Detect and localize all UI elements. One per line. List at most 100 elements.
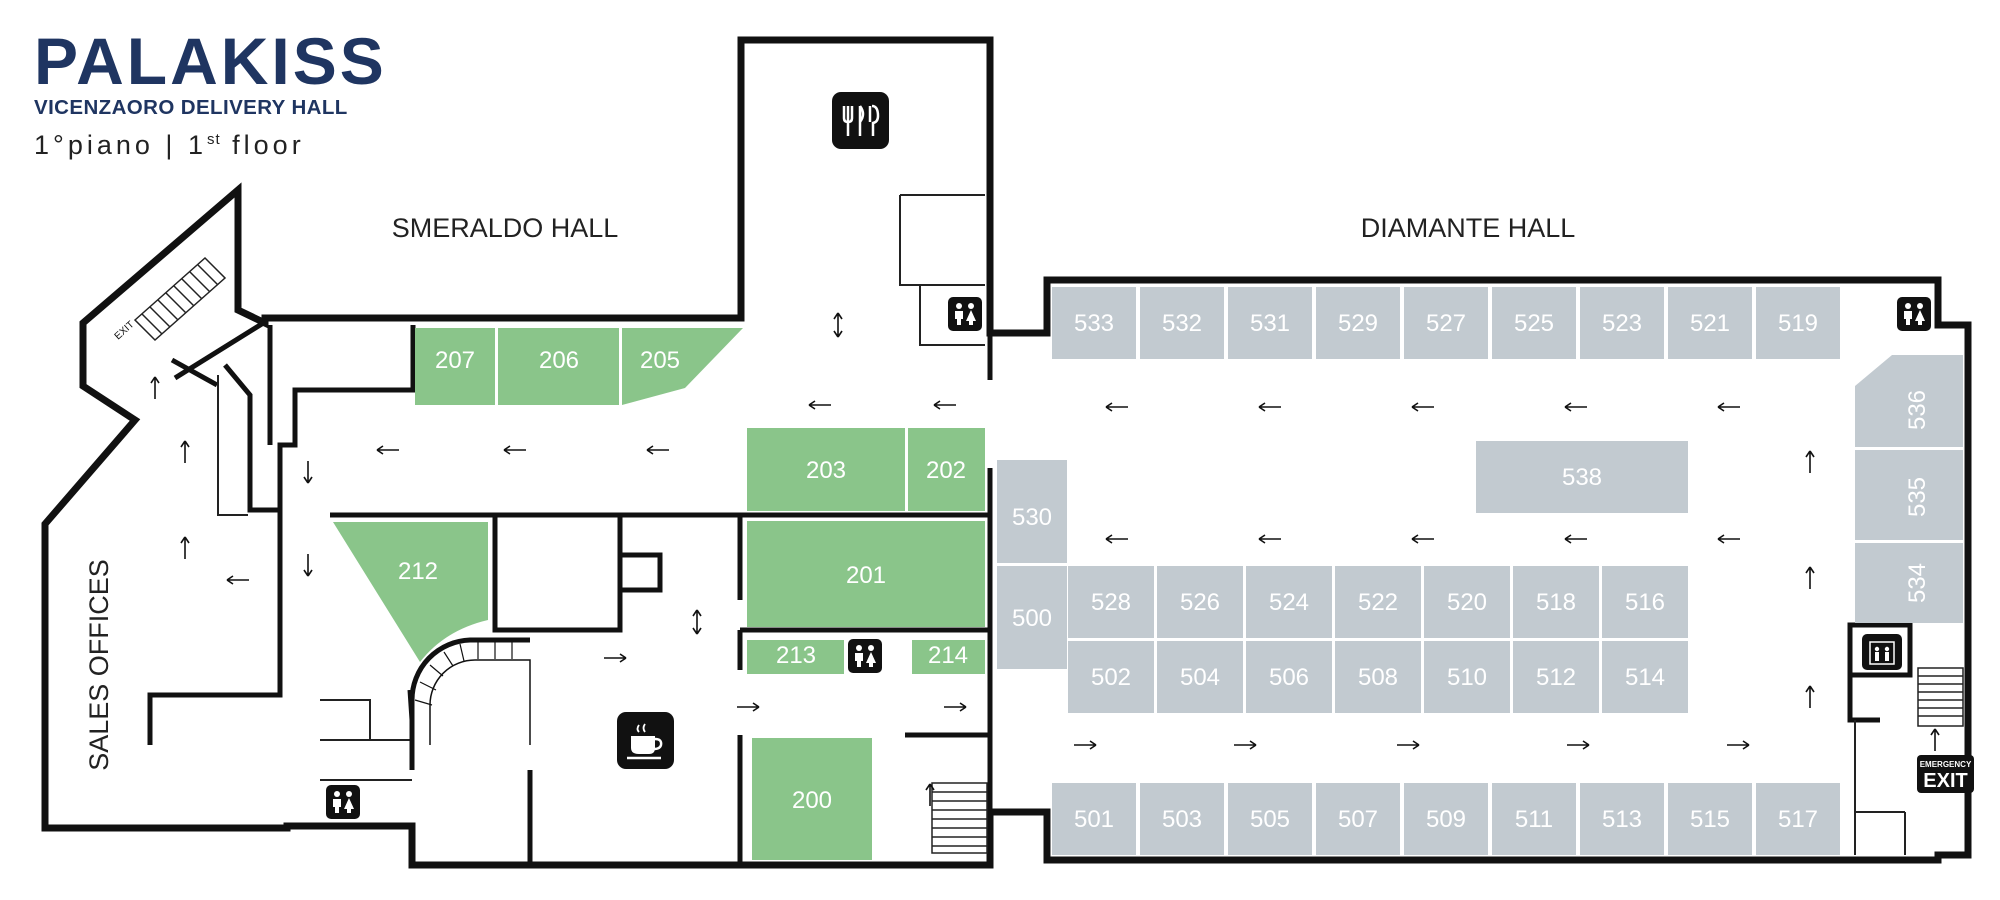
booth-523[interactable] (1580, 287, 1664, 359)
booth-214[interactable] (912, 640, 985, 674)
booth-label-207: 207 (435, 347, 475, 374)
booth-503[interactable] (1140, 783, 1224, 855)
direction-arrow-icon (944, 702, 967, 712)
floor-en-word: floor (232, 130, 305, 160)
booth-529[interactable] (1316, 287, 1400, 359)
logo: PALAKISS VICENZAORO DELIVERY HALL 1°pian… (34, 28, 387, 161)
direction-arrow-icon (226, 575, 249, 585)
direction-arrow-icon (1717, 402, 1740, 412)
booth-202[interactable] (908, 428, 985, 511)
booth-524[interactable] (1246, 566, 1332, 638)
booth-525[interactable] (1492, 287, 1576, 359)
booth-label-503: 503 (1162, 806, 1202, 833)
direction-arrow-icon (1717, 534, 1740, 544)
booth-label-525: 525 (1514, 310, 1554, 337)
booth-203[interactable] (747, 428, 905, 511)
booth-502[interactable] (1068, 641, 1154, 713)
booth-label-505: 505 (1250, 806, 1290, 833)
booth-label-511: 511 (1515, 806, 1553, 833)
direction-arrow-icon (150, 376, 160, 399)
grey-booths-side: 530 500 538 536 535 534 (997, 355, 1963, 669)
grey-booths-bottom-row: 501 503 505 507 509 511 513 515 517 (1052, 783, 1840, 855)
booth-504[interactable] (1157, 641, 1243, 713)
direction-arrow-icon (1727, 740, 1750, 750)
booth-516[interactable] (1602, 566, 1688, 638)
booth-518[interactable] (1513, 566, 1599, 638)
emergency-exit-sign: EMERGENCY EXIT (1917, 755, 1974, 793)
booth-511[interactable] (1492, 783, 1576, 855)
green-booth-labels: 207 206 205 203 202 212 201 213 214 200 (398, 347, 968, 814)
booth-label-501: 501 (1074, 806, 1114, 833)
booth-label-510: 510 (1447, 664, 1487, 691)
booth-label-524: 524 (1269, 589, 1309, 616)
direction-arrow-icon (1105, 402, 1128, 412)
booth-513[interactable] (1580, 783, 1664, 855)
booth-535[interactable] (1855, 450, 1963, 540)
booth-label-534: 534 (1904, 563, 1931, 603)
floor-en-number: 1 (187, 130, 207, 160)
booth-label-512: 512 (1536, 664, 1576, 691)
booth-label-514: 514 (1625, 664, 1665, 691)
booth-534[interactable] (1855, 543, 1963, 623)
direction-arrow-icon (1564, 402, 1587, 412)
direction-arrow-icon (1234, 740, 1257, 750)
restroom-icon (326, 785, 360, 819)
diamante-hall-label: DIAMANTE HALL (1361, 213, 1576, 243)
booth-505[interactable] (1228, 783, 1312, 855)
booth-label-214: 214 (928, 642, 968, 669)
booth-207[interactable] (415, 328, 495, 405)
booth-label-513: 513 (1602, 806, 1642, 833)
brand-subtitle: VICENZAORO DELIVERY HALL (34, 96, 348, 119)
booth-506[interactable] (1246, 641, 1332, 713)
booth-508[interactable] (1335, 641, 1421, 713)
booth-528[interactable] (1068, 566, 1154, 638)
booth-522[interactable] (1335, 566, 1421, 638)
booth-507[interactable] (1316, 783, 1400, 855)
booth-label-515: 515 (1690, 806, 1730, 833)
booth-538[interactable] (1476, 441, 1688, 513)
booth-label-531: 531 (1250, 310, 1290, 337)
booth-205[interactable] (622, 328, 743, 405)
booth-520[interactable] (1424, 566, 1510, 638)
booth-533[interactable] (1052, 287, 1136, 359)
booth-514[interactable] (1602, 641, 1688, 713)
booth-500[interactable] (997, 566, 1067, 669)
booth-521[interactable] (1668, 287, 1752, 359)
booth-517[interactable] (1756, 783, 1840, 855)
booth-530[interactable] (997, 460, 1067, 563)
booth-label-212: 212 (398, 558, 438, 585)
direction-arrow-icon (1805, 566, 1815, 589)
restroom-icon (848, 639, 882, 673)
booth-536[interactable] (1855, 355, 1963, 447)
booth-512[interactable] (1513, 641, 1599, 713)
direction-arrow-icon (1411, 402, 1434, 412)
booth-510[interactable] (1424, 641, 1510, 713)
booth-label-507: 507 (1338, 806, 1378, 833)
booth-531[interactable] (1228, 287, 1312, 359)
booth-201[interactable] (747, 521, 985, 627)
direction-arrow-icon (503, 445, 526, 455)
direction-arrow-icon (1397, 740, 1420, 750)
booth-526[interactable] (1157, 566, 1243, 638)
booth-label-530: 530 (1012, 504, 1052, 531)
booth-519[interactable] (1756, 287, 1840, 359)
booth-532[interactable] (1140, 287, 1224, 359)
grey-booths-middle-lower: 502 504 506 508 510 512 514 (1068, 641, 1688, 713)
restroom-icon (948, 297, 982, 331)
direction-arrow-icon (1074, 740, 1097, 750)
direction-arrow-icon (303, 554, 313, 577)
direction-arrow-icon (933, 400, 956, 410)
booth-515[interactable] (1668, 783, 1752, 855)
booth-206[interactable] (498, 328, 619, 405)
direction-arrows (150, 312, 1940, 806)
booth-527[interactable] (1404, 287, 1488, 359)
booth-label-527: 527 (1426, 310, 1466, 337)
booth-200[interactable] (752, 738, 872, 860)
booth-label-202: 202 (926, 457, 966, 484)
booth-509[interactable] (1404, 783, 1488, 855)
booth-213[interactable] (747, 640, 844, 674)
booth-501[interactable] (1052, 783, 1136, 855)
booth-212[interactable] (333, 522, 488, 662)
direction-arrow-icon (1105, 534, 1128, 544)
